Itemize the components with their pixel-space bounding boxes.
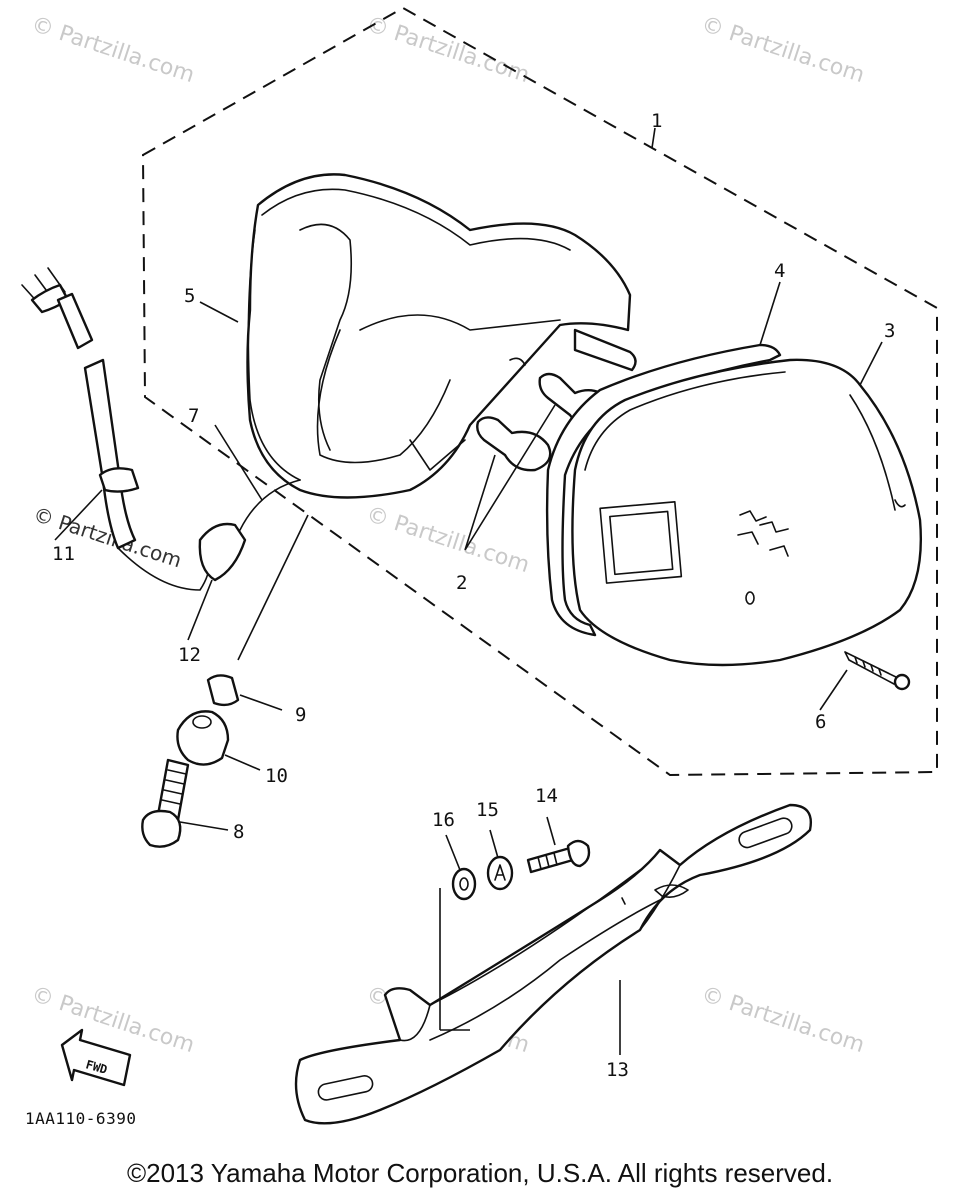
callout-10: 10 [265, 765, 288, 787]
collar-9 [206, 674, 240, 707]
callout-7: 7 [188, 405, 199, 427]
callout-1: 1 [651, 110, 662, 132]
wire-harness [21, 267, 301, 591]
leader-lines [54, 127, 883, 1055]
bulb-lower [476, 416, 552, 472]
watermark: © Partzilla.com [363, 502, 532, 578]
callout-15: 15 [476, 799, 499, 821]
callout-16: 16 [432, 809, 455, 831]
drawing-code: 1AA110-6390 [25, 1109, 136, 1128]
callout-6: 6 [815, 711, 826, 733]
callout-5: 5 [184, 285, 195, 307]
bolt-8 [141, 758, 190, 848]
lens-screw [844, 651, 911, 691]
callout-12: 12 [178, 644, 201, 666]
watermark: © Partzilla.com [698, 12, 867, 88]
copyright-footer: ©2013 Yamaha Motor Corporation, U.S.A. A… [126, 1158, 834, 1188]
fwd-label: FWD [84, 1057, 109, 1076]
callout-3: 3 [884, 320, 895, 342]
tail-lens [571, 358, 922, 667]
callout-9: 9 [295, 704, 306, 726]
callout-8: 8 [233, 821, 244, 843]
fwd-arrow: FWD [60, 1028, 132, 1087]
callouts: 1 2 3 4 5 6 7 8 9 10 11 12 13 14 15 16 [52, 110, 895, 1081]
license-bracket [294, 803, 812, 1125]
callout-11: 11 [52, 543, 75, 565]
assembly-boundary [141, 6, 938, 777]
nut-16 [451, 867, 477, 901]
watermark: © Partzilla.com [28, 12, 197, 88]
watermark: © Partzilla.com [28, 982, 197, 1058]
callout-4: 4 [774, 260, 785, 282]
watermark: © Partzilla.com [363, 12, 532, 88]
lamp-housing [246, 173, 637, 499]
callout-14: 14 [535, 785, 558, 807]
washer-15 [486, 855, 514, 891]
bolt-14 [526, 839, 591, 874]
damper-10 [176, 710, 230, 766]
watermark: © Partzilla.com [698, 982, 867, 1058]
callout-2: 2 [456, 572, 467, 594]
callout-13: 13 [606, 1059, 629, 1081]
